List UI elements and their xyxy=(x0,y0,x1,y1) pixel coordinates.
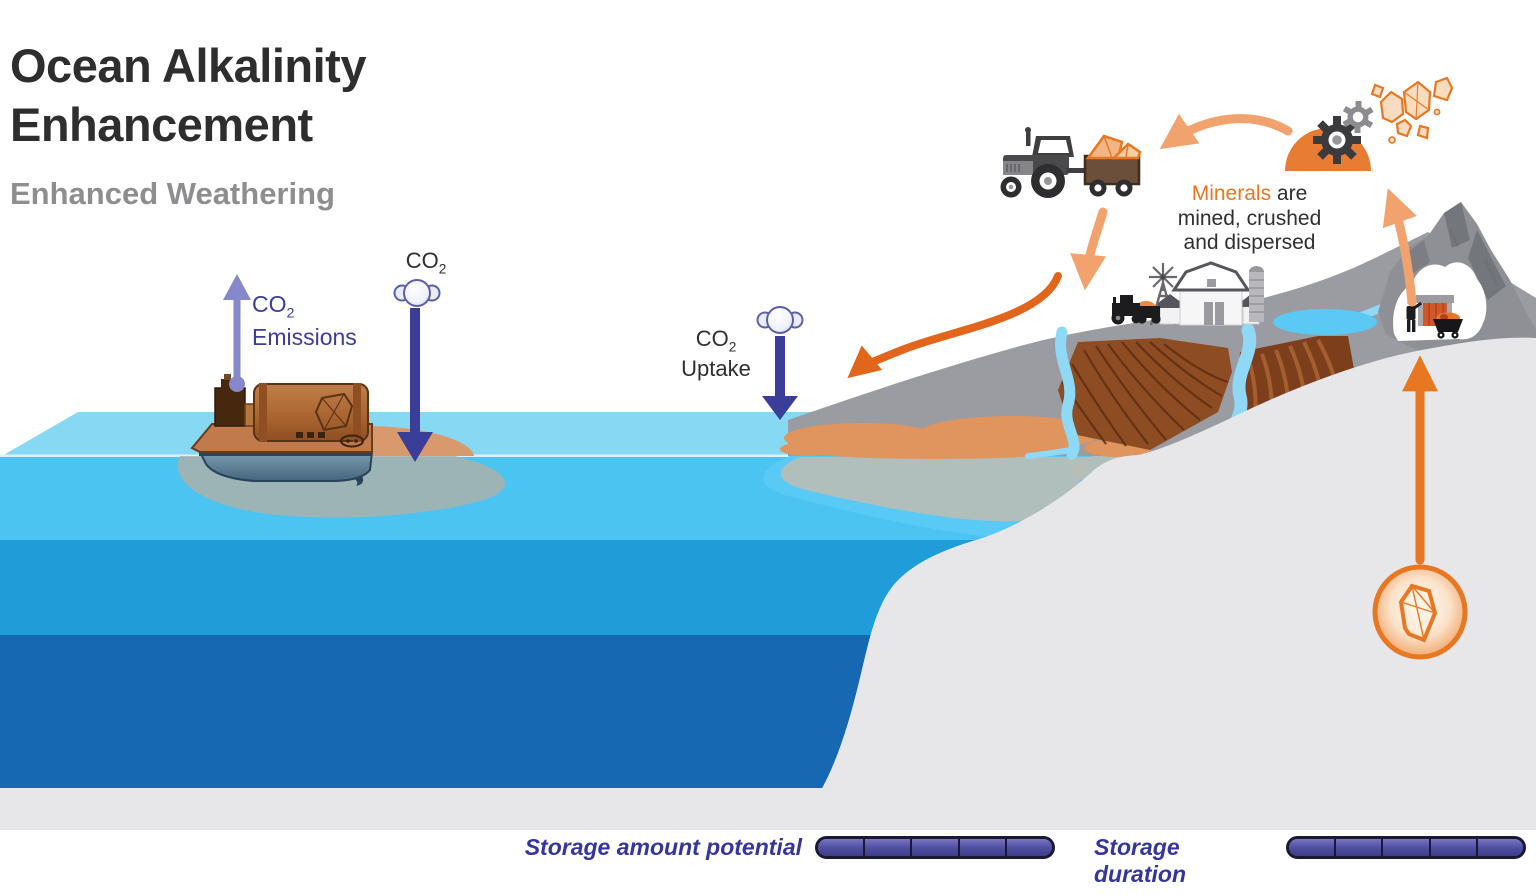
title-line-1: Ocean Alkalinity xyxy=(10,39,366,92)
silo xyxy=(1249,266,1264,322)
mineral-crystal-badge xyxy=(1372,564,1468,660)
co2-uptake-label: CO2 Uptake xyxy=(681,326,751,382)
bar-segment xyxy=(910,839,958,856)
bar-segment xyxy=(818,839,864,856)
bar-segment xyxy=(863,839,911,856)
field-tractor-icon xyxy=(1111,295,1161,325)
page-subtitle: Enhanced Weathering xyxy=(10,176,335,211)
ship-tank xyxy=(253,383,369,442)
mineral-crusher xyxy=(1285,76,1454,171)
page-title: Ocean Alkalinity Enhancement xyxy=(10,36,366,154)
co2-uptake-molecule-icon xyxy=(756,306,804,334)
co2-emissions-arrow xyxy=(223,274,251,392)
mine-cart xyxy=(1433,312,1463,339)
cargo-ship xyxy=(190,374,374,486)
bar-segment xyxy=(1289,839,1335,856)
co2-down-arrow xyxy=(397,308,433,462)
storage-duration-label: Storage duration xyxy=(1094,834,1186,887)
title-line-2: Enhancement xyxy=(10,98,313,152)
crystal-icons xyxy=(1370,76,1454,144)
minerals-caption: Minerals are mined, crushed and disperse… xyxy=(1177,182,1322,255)
bottom-margin xyxy=(0,830,1536,895)
arrow-crusher-to-tractor xyxy=(1159,113,1293,150)
bar-segment xyxy=(1004,839,1052,856)
gear-small-icon xyxy=(1342,101,1374,133)
storage-amount-bar xyxy=(815,836,1055,859)
continental-slope xyxy=(818,337,1536,830)
bar-segment xyxy=(1381,839,1429,856)
co2-molecule-icon xyxy=(393,279,441,307)
arrow-mine-to-crusher xyxy=(1382,188,1417,307)
process-arrows xyxy=(847,113,1438,565)
storage-amount-label: Storage amount potential xyxy=(524,834,802,860)
arrow-to-fields xyxy=(1070,207,1108,291)
storage-duration-bar xyxy=(1286,836,1526,859)
bar-segment xyxy=(1428,839,1476,856)
co2-emissions-label: CO2 Emissions xyxy=(252,291,357,350)
shore-mineral-sediment xyxy=(780,416,1152,459)
minerals-highlight: Minerals xyxy=(1191,182,1272,205)
mineral-trailer xyxy=(1083,134,1142,197)
waterline xyxy=(0,454,1150,457)
bar-segment xyxy=(957,839,1005,856)
barn xyxy=(1158,261,1261,326)
pond xyxy=(1273,309,1377,335)
co2-uptake-arrow xyxy=(762,336,798,420)
mineral-transport-tractor-icon xyxy=(1000,127,1142,198)
bar-segment xyxy=(1334,839,1382,856)
co2-surface-label: CO2 xyxy=(405,248,447,277)
arrow-to-coast xyxy=(847,272,1062,379)
bar-segment xyxy=(1475,839,1523,856)
mountain xyxy=(1378,202,1536,360)
farm-buildings xyxy=(1111,261,1264,326)
